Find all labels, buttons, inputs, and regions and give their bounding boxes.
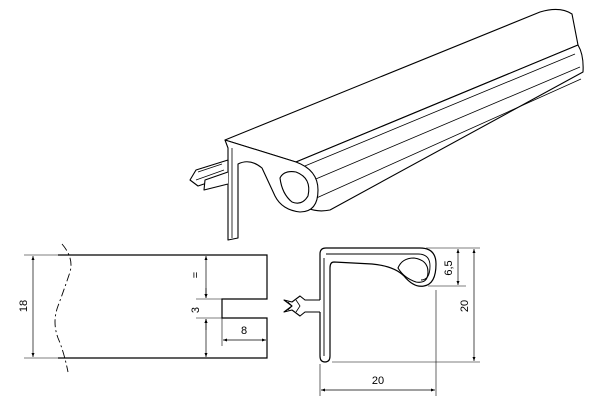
profile-section-grip	[397, 257, 429, 283]
profile-end-face	[224, 139, 319, 241]
dim-panel-thickness: 18	[18, 300, 30, 312]
profile-section-view: 20 20 6,5	[283, 247, 480, 396]
dim-groove-width: 3	[190, 307, 202, 313]
profile-top-face	[224, 8, 579, 163]
isometric-profile-view	[189, 8, 584, 241]
break-line	[54, 243, 72, 373]
panel-section-view: 18 = 3 8	[18, 243, 268, 373]
dim-equal-mark: =	[190, 272, 202, 278]
dim-profile-height: 20	[459, 300, 471, 312]
dim-groove-depth: 8	[241, 325, 247, 337]
profile-section-barb	[283, 295, 320, 317]
dim-grip-height: 6,5	[443, 260, 455, 275]
panel-outline	[58, 254, 268, 359]
dim-profile-width: 20	[372, 375, 384, 387]
profile-section-outline	[319, 247, 437, 363]
profile-end-grip	[279, 171, 310, 204]
